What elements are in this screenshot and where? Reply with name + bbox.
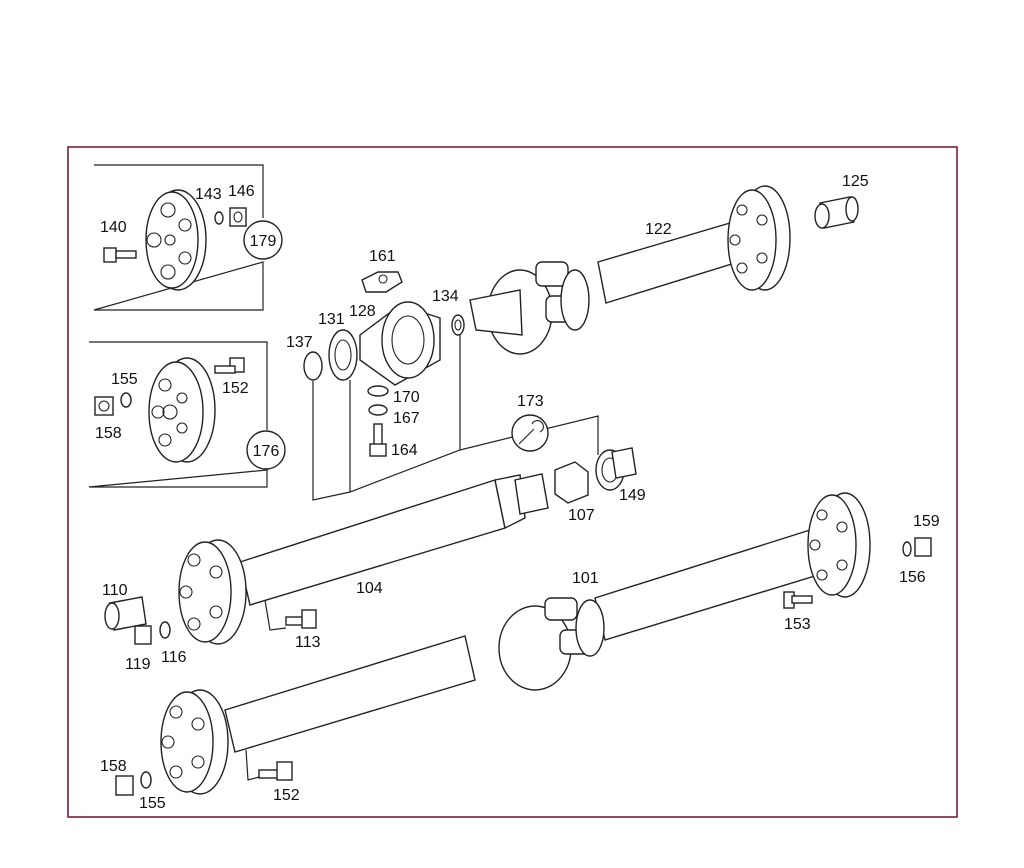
label-122: 122 bbox=[645, 221, 672, 238]
bolt-113 bbox=[285, 609, 317, 629]
label-158-lower: 158 bbox=[100, 758, 127, 775]
callout-circle-176 bbox=[246, 430, 286, 470]
label-155-inset: 155 bbox=[111, 371, 138, 388]
label-128: 128 bbox=[349, 303, 376, 320]
lower-rear-flange bbox=[807, 492, 871, 598]
diagram-frame bbox=[67, 146, 958, 818]
center-bearing-128 bbox=[359, 301, 441, 386]
washer-155-lower bbox=[140, 771, 152, 789]
label-107: 107 bbox=[568, 507, 595, 524]
label-137: 137 bbox=[286, 334, 313, 351]
label-159: 159 bbox=[913, 513, 940, 530]
leader-113 bbox=[264, 599, 287, 631]
universal-joint-part bbox=[469, 261, 590, 355]
bracket-161 bbox=[361, 271, 403, 293]
flex-disc-part bbox=[145, 189, 207, 291]
leader-152 bbox=[245, 749, 260, 781]
washer-116 bbox=[159, 621, 171, 639]
assembled-shaft-101 bbox=[160, 492, 871, 795]
label-113: 113 bbox=[295, 634, 321, 651]
label-158-inset: 158 bbox=[95, 425, 122, 442]
nut-158-lower bbox=[115, 775, 134, 796]
bolt-part bbox=[103, 247, 137, 263]
nut-part bbox=[229, 207, 247, 227]
label-110: 110 bbox=[102, 582, 128, 599]
bolt-152-lower bbox=[258, 761, 293, 781]
washer-part bbox=[214, 211, 224, 225]
nut-107 bbox=[554, 461, 589, 504]
label-116: 116 bbox=[161, 649, 187, 666]
seal-149 bbox=[595, 447, 637, 491]
flex-coupling-part bbox=[148, 357, 216, 463]
rear-flange-part bbox=[727, 185, 791, 291]
label-131: 131 bbox=[318, 311, 345, 328]
label-164: 164 bbox=[391, 442, 418, 459]
washer-156 bbox=[902, 541, 912, 557]
label-101: 101 bbox=[572, 570, 599, 587]
label-173: 173 bbox=[517, 393, 544, 410]
label-149: 149 bbox=[619, 487, 646, 504]
sleeve-110 bbox=[104, 596, 147, 631]
callout-circle-179 bbox=[243, 220, 283, 260]
label-119: 119 bbox=[125, 656, 151, 673]
washer-134 bbox=[451, 314, 465, 336]
front-shaft-104 bbox=[178, 473, 549, 645]
bolt-164 bbox=[369, 423, 387, 457]
bolt-part bbox=[214, 357, 245, 374]
washer-167 bbox=[368, 404, 388, 416]
label-167: 167 bbox=[393, 410, 420, 427]
leader-group bbox=[312, 335, 599, 501]
nut-159 bbox=[914, 537, 932, 557]
wrench-icon bbox=[511, 414, 549, 452]
label-156: 156 bbox=[899, 569, 926, 586]
front-flange-part bbox=[178, 539, 247, 645]
label-143: 143 bbox=[195, 186, 222, 203]
label-104: 104 bbox=[356, 580, 383, 597]
label-176: 176 bbox=[253, 443, 280, 460]
label-152-inset: 152 bbox=[222, 380, 249, 397]
washer-170 bbox=[367, 385, 389, 397]
nut-part bbox=[94, 396, 114, 416]
rear-shaft-122 bbox=[469, 185, 791, 355]
label-134: 134 bbox=[432, 288, 459, 305]
label-125: 125 bbox=[842, 173, 869, 190]
label-161: 161 bbox=[369, 248, 396, 265]
label-179: 179 bbox=[250, 233, 277, 250]
washer-part bbox=[120, 392, 132, 408]
lower-front-flange bbox=[160, 689, 229, 795]
label-170: 170 bbox=[393, 389, 420, 406]
ring-137 bbox=[303, 351, 323, 381]
bearing-131 bbox=[328, 329, 358, 381]
nut-119 bbox=[134, 625, 152, 645]
sleeve-125 bbox=[814, 196, 859, 229]
bolt-153 bbox=[783, 591, 813, 609]
label-153: 153 bbox=[784, 616, 811, 633]
label-152-lower: 152 bbox=[273, 787, 300, 804]
label-155-lower: 155 bbox=[139, 795, 166, 812]
lower-universal-joint bbox=[498, 597, 605, 691]
inset-box-176 bbox=[88, 341, 286, 488]
label-140: 140 bbox=[100, 219, 127, 236]
inset-box-179 bbox=[93, 164, 283, 311]
label-146: 146 bbox=[228, 183, 255, 200]
